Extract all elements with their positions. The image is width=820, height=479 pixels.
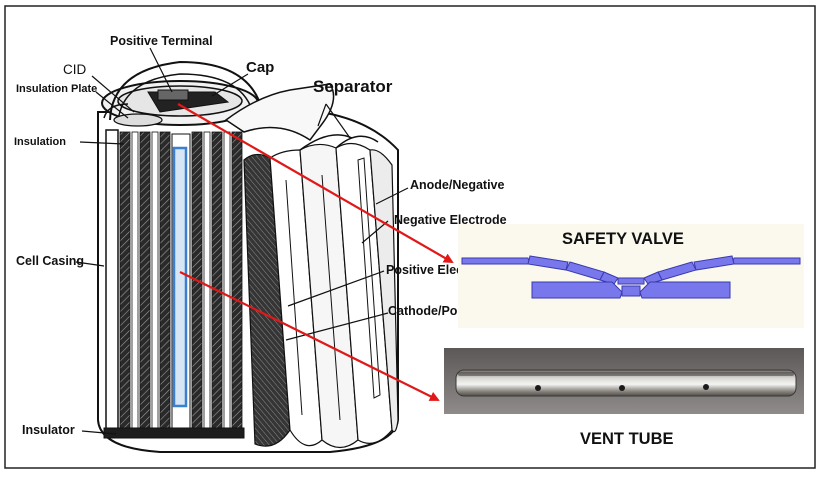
safety-valve-shape (461, 255, 801, 299)
safety-valve-title: SAFETY VALVE (562, 230, 684, 248)
battery-cutaway (97, 60, 399, 453)
label-cell-casing: Cell Casing (16, 254, 84, 268)
electrode-stack-left (119, 131, 171, 433)
positive-electrode-highlight (172, 146, 188, 408)
safety-valve-inset: SAFETY VALVE (458, 224, 804, 328)
label-insulation-plate: Insulation Plate (16, 83, 97, 95)
arrow-to-safety-valve (177, 103, 454, 263)
label-anode-negative: Anode/Negative (410, 178, 505, 192)
vent-hole (535, 385, 541, 391)
label-insulator: Insulator (22, 423, 75, 437)
label-cap: Cap (246, 59, 274, 76)
label-positive-terminal: Positive Terminal (110, 34, 213, 48)
separator-sheet (224, 83, 335, 142)
vent-tube-shape (455, 369, 797, 397)
safety-valve-panel (458, 224, 804, 328)
vent-hole (619, 385, 625, 391)
red-arrows (177, 103, 454, 401)
vent-hole (703, 384, 709, 390)
vent-tube-inset: VENT TUBE (444, 348, 804, 448)
vent-tube-title: VENT TUBE (580, 430, 674, 448)
label-insulation: Insulation (14, 136, 66, 148)
label-negative-electrode: Negative Electrode (394, 213, 507, 227)
leader-lines (75, 47, 409, 435)
arrow-to-vent-tube (179, 271, 440, 401)
label-cid: CID (63, 62, 87, 77)
label-separator: Separator (313, 77, 393, 96)
